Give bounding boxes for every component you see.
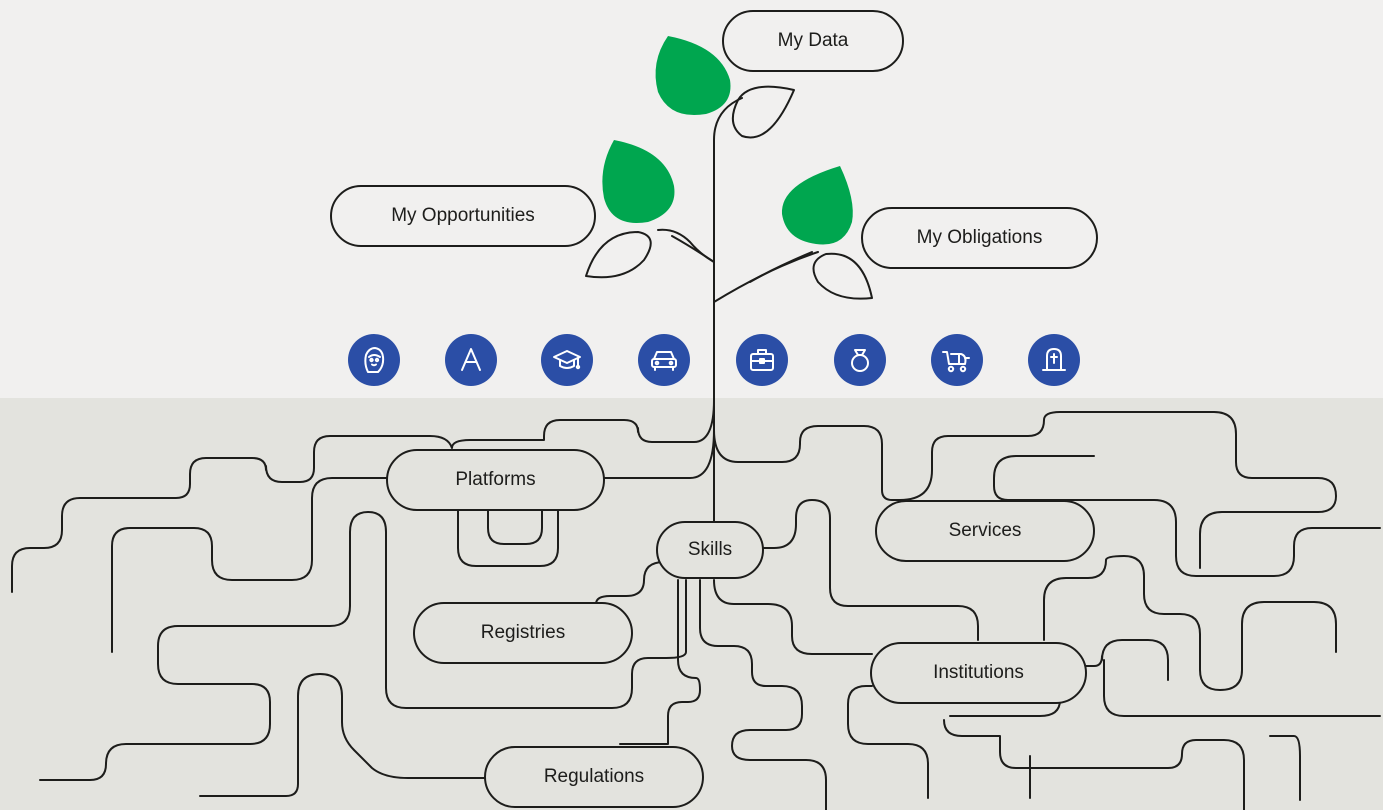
services-label: Services <box>948 520 1022 541</box>
root-skills-registries <box>595 561 665 605</box>
green-leaves <box>602 36 853 245</box>
root-right <box>713 425 901 501</box>
briefcase-icon <box>736 334 788 386</box>
platforms-pill[interactable]: Platforms <box>386 449 605 511</box>
root-platforms-loop <box>457 507 559 567</box>
branch-right-leaf <box>749 251 813 283</box>
root-lower-right <box>943 719 1245 810</box>
outline-leaf-left <box>585 231 652 279</box>
regulations-pill[interactable]: Regulations <box>484 746 704 808</box>
my-obligations-pill[interactable]: My Obligations <box>861 207 1098 269</box>
my-data-label: My Data <box>777 30 849 51</box>
registries-label: Registries <box>480 622 566 643</box>
outline-leaves <box>585 85 873 300</box>
root-skills-down-right <box>699 579 827 810</box>
root-far-right-bottom <box>1103 659 1381 717</box>
ground-area <box>0 398 1383 810</box>
root-right-bottom-edge <box>1269 735 1301 801</box>
platforms-label: Platforms <box>455 469 536 490</box>
branch-left-lower <box>671 235 715 263</box>
root-skills-regulations <box>619 579 701 745</box>
baby-icon <box>348 334 400 386</box>
baby-carriage-icon <box>931 334 983 386</box>
root-upper-left <box>11 399 715 593</box>
root-regulations-left <box>199 673 487 797</box>
my-data-pill[interactable]: My Data <box>722 10 904 72</box>
car-icon <box>638 334 690 386</box>
root-platforms-inner <box>487 507 543 545</box>
root-skills-upper-right <box>759 499 979 641</box>
root-institutions-far <box>1085 639 1169 681</box>
institutions-pill[interactable]: Institutions <box>870 642 1087 704</box>
stem-and-branches <box>657 97 819 401</box>
outline-leaf-top <box>731 85 795 139</box>
my-opportunities-pill[interactable]: My Opportunities <box>330 185 596 247</box>
regulations-label: Regulations <box>543 766 645 787</box>
my-opportunities-label: My Opportunities <box>391 205 535 226</box>
green-leaf-top <box>655 36 731 116</box>
graduation-cap-icon <box>541 334 593 386</box>
branch-right <box>713 251 819 303</box>
skills-pill[interactable]: Skills <box>656 521 764 579</box>
root-right-upper <box>899 411 1337 569</box>
root-left-long <box>111 477 391 653</box>
root-skills-right <box>713 579 873 655</box>
ring-icon <box>834 334 886 386</box>
root-skills-long-left <box>39 511 687 781</box>
roots <box>11 394 1381 810</box>
my-obligations-label: My Obligations <box>916 227 1043 248</box>
outline-leaf-right <box>812 252 873 300</box>
root-right-mid <box>993 455 1381 577</box>
institutions-label: Institutions <box>933 662 1024 683</box>
stem <box>713 97 743 401</box>
root-institutions-lower <box>847 685 929 799</box>
letter-a-icon <box>445 334 497 386</box>
gravestone-icon <box>1028 334 1080 386</box>
green-leaf-left <box>602 140 675 223</box>
registries-pill[interactable]: Registries <box>413 602 633 664</box>
skills-label: Skills <box>687 539 733 560</box>
root-institutions-right <box>1043 555 1337 691</box>
green-leaf-right <box>781 166 853 245</box>
services-pill[interactable]: Services <box>875 500 1095 562</box>
